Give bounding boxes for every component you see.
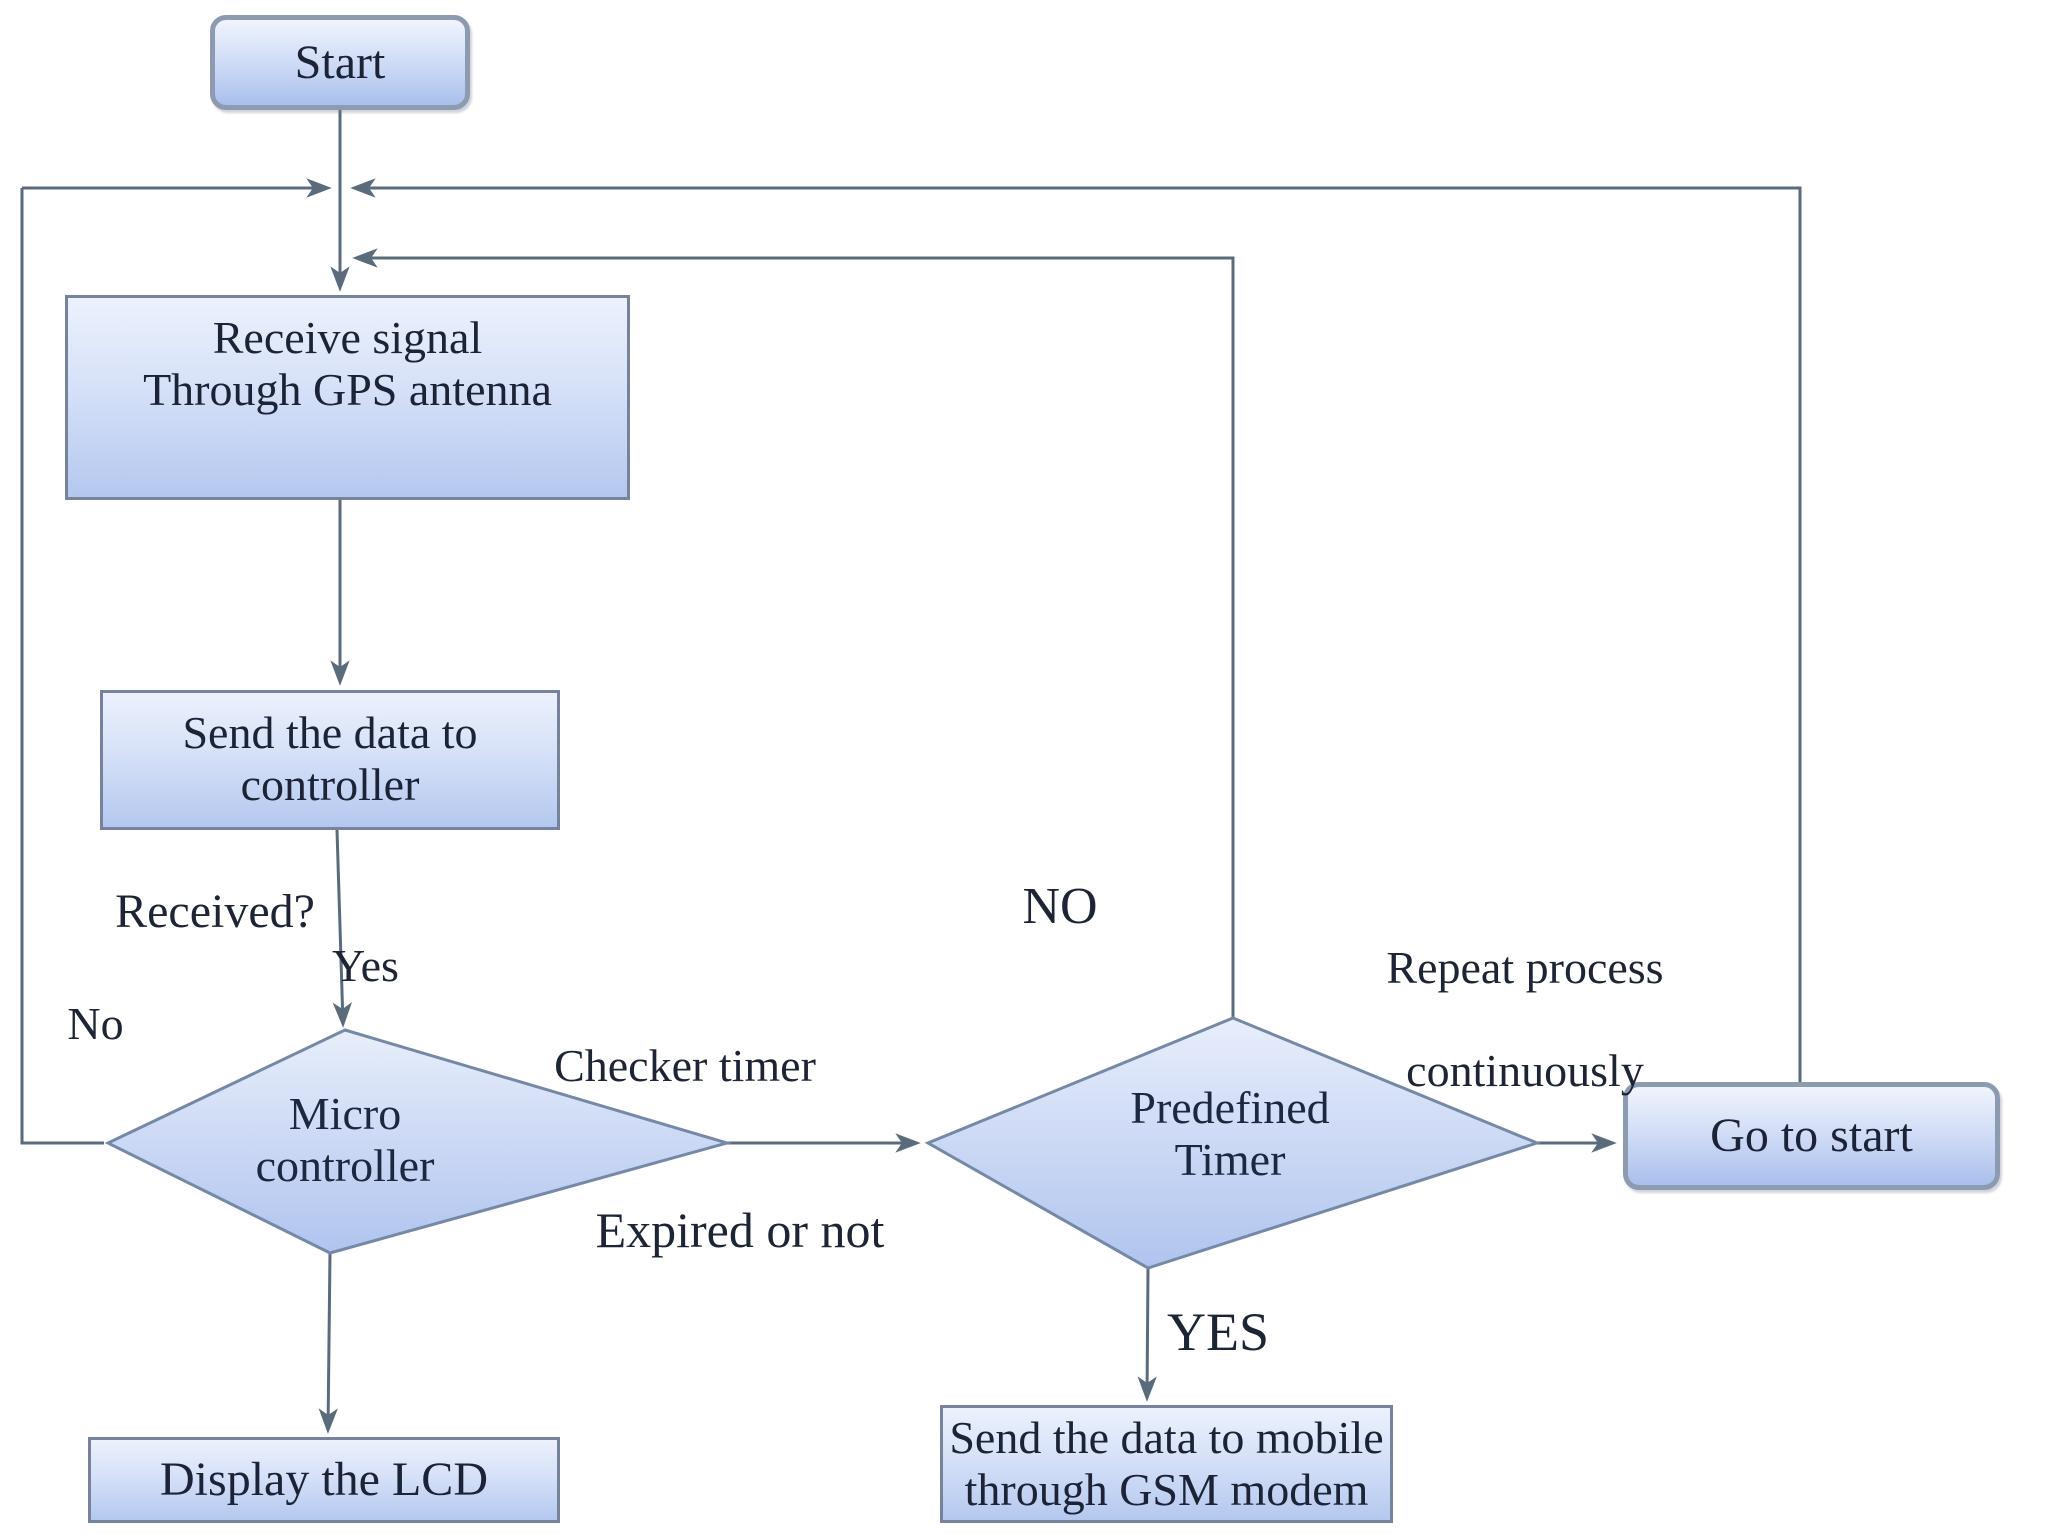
send-to-controller-label: Send the data to controller	[182, 707, 478, 810]
gsm-send-node: Send the data to mobile through GSM mode…	[940, 1405, 1393, 1523]
go-to-start-node: Go to start	[1623, 1082, 2000, 1190]
go-to-start-label: Go to start	[1710, 1109, 1913, 1163]
repeat-process-label: Repeat process continuously	[1325, 890, 1725, 1148]
connector-predefined-gsm	[1137, 1267, 1157, 1402]
micro-controller-text: Micro controller	[195, 1088, 495, 1191]
micro-controller-decision	[104, 1028, 733, 1255]
micro-label-line1: Micro	[288, 1088, 402, 1139]
receive-label-line1: Receive signal	[212, 312, 483, 363]
connector-send-micro	[332, 829, 353, 1028]
yes-label: Yes	[332, 940, 399, 991]
display-lcd-node: Display the LCD	[88, 1437, 560, 1523]
yes-upper-label: YES	[1166, 1302, 1269, 1362]
repeat-process-line2: continuously	[1406, 1044, 1644, 1096]
receive-label-line2: Through GPS antenna	[143, 363, 552, 415]
repeat-process-line1: Repeat process	[1386, 941, 1664, 993]
micro-label-line2: controller	[255, 1139, 435, 1191]
connector-repeat-loop	[350, 178, 1802, 1082]
send-to-controller-node: Send the data to controller	[100, 690, 560, 830]
no-label: No	[67, 998, 124, 1049]
start-node: Start	[210, 15, 470, 110]
start-label: Start	[294, 35, 386, 89]
display-lcd-label: Display the LCD	[160, 1453, 488, 1507]
predefined-label-line2: Timer	[1174, 1133, 1286, 1185]
connector-micro-display	[318, 1252, 338, 1434]
predefined-timer-decision	[924, 1016, 1542, 1270]
checker-timer-label: Checker timer	[554, 1040, 816, 1091]
predefined-timer-text: Predefined Timer	[1075, 1082, 1385, 1185]
receive-signal-node: Receive signal Through GPS antenna	[65, 295, 630, 500]
connector-no-loop	[20, 188, 104, 1145]
predefined-label-line1: Predefined	[1130, 1082, 1330, 1133]
no-upper-label: NO	[1022, 878, 1098, 935]
connector-timer-no-loop	[352, 248, 1235, 1018]
received-question-label: Received?	[115, 885, 315, 938]
expired-or-not-label: Expired or not	[595, 1202, 885, 1258]
gsm-label-line2: through GSM modem	[964, 1464, 1369, 1515]
gsm-label-line1: Send the data to mobile	[949, 1412, 1384, 1464]
